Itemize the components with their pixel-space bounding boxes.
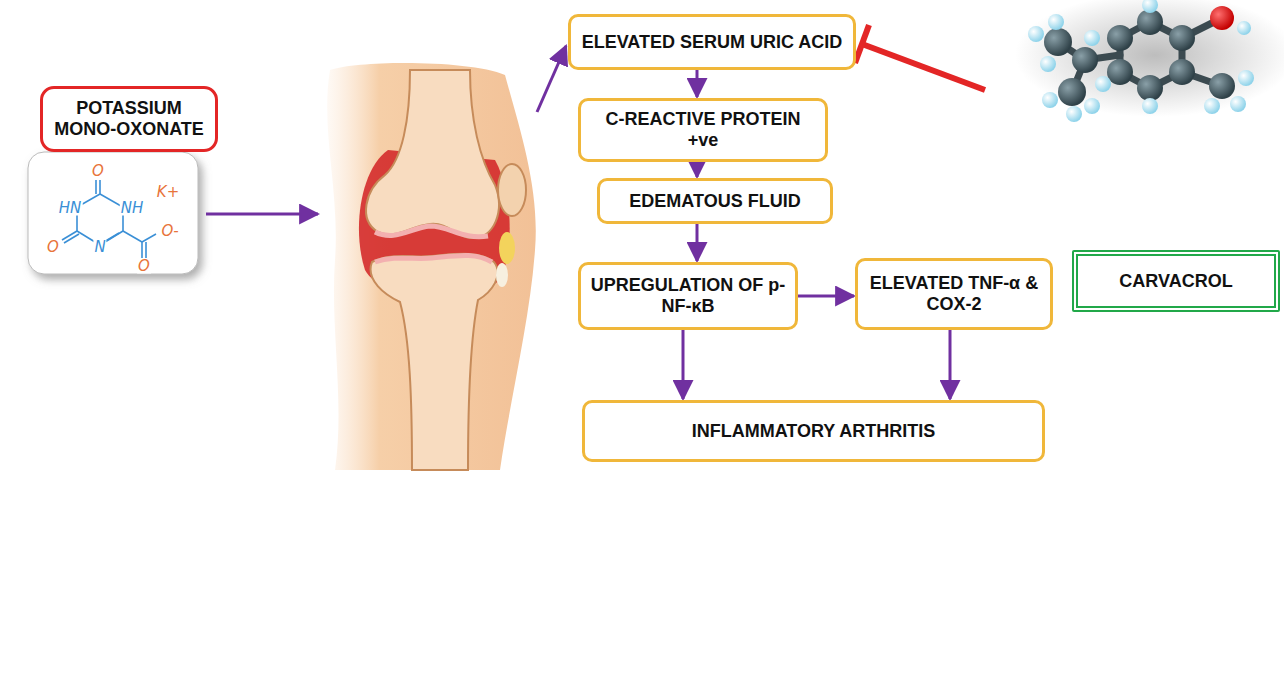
node-text: CARVACROL (1119, 271, 1232, 292)
flow-arrow (696, 162, 699, 177)
flow-arrow (537, 46, 566, 112)
drug-callout: POTASSIUM MONO-OXONATE (40, 86, 218, 152)
atom-label: O (46, 240, 60, 255)
atom-label: HN (58, 201, 83, 216)
node-text: INFLAMMATORY ARTHRITIS (692, 421, 936, 442)
process-box: ELEVATED TNF-α & COX-2 (855, 258, 1053, 330)
flow-arrow (696, 70, 699, 97)
compound-label: CARVACROL (1072, 250, 1280, 312)
process-box: EDEMATOUS FLUID (597, 178, 833, 224)
flow-arrow (798, 295, 854, 298)
inhibition-mark (855, 25, 985, 90)
flow-arrow (682, 330, 685, 399)
flow-arrow (696, 224, 699, 261)
node-text: C-REACTIVE PROTEIN +ve (589, 109, 817, 150)
carvacrol-molecule (1015, 0, 1284, 122)
node-text: ELEVATED SERUM URIC ACID (582, 32, 843, 53)
molecule-card (28, 152, 198, 274)
node-text: ELEVATED TNF-α & COX-2 (866, 273, 1042, 314)
flow-arrow (206, 213, 318, 216)
outcome-box: INFLAMMATORY ARTHRITIS (582, 400, 1045, 462)
node-text: UPREGULATION OF p-NF-κB (589, 275, 787, 316)
process-box: ELEVATED SERUM URIC ACID (568, 14, 856, 70)
knee-illustration (327, 63, 536, 470)
node-text: POTASSIUM MONO-OXONATE (49, 98, 209, 139)
atom-label: K+ (156, 185, 180, 200)
atom-label: N (93, 240, 106, 255)
process-box: UPREGULATION OF p-NF-κB (578, 262, 798, 330)
atom-label: O (137, 259, 151, 274)
node-text: EDEMATOUS FLUID (629, 191, 800, 212)
atom-label: O- (160, 224, 179, 239)
atom-label: O (91, 164, 105, 179)
atom-label: NH (120, 201, 145, 216)
process-box: C-REACTIVE PROTEIN +ve (578, 98, 828, 162)
flow-arrow (949, 330, 952, 399)
